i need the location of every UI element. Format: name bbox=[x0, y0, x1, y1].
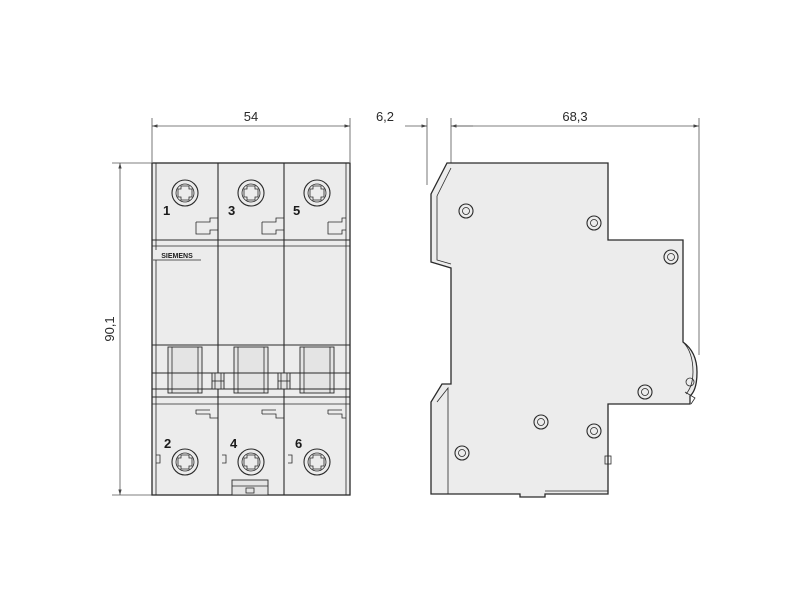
handle-tie-bar bbox=[152, 372, 350, 390]
rivet-4 bbox=[637, 384, 653, 400]
rivet-2 bbox=[586, 215, 602, 231]
toggle-handle-1 bbox=[167, 346, 203, 394]
toggle-handle-2 bbox=[233, 346, 269, 394]
rivet-7 bbox=[454, 445, 470, 461]
terminal-label-bottom-4: 4 bbox=[230, 436, 238, 451]
terminal-screw-bottom-4 bbox=[237, 448, 265, 476]
rivet-3 bbox=[663, 249, 679, 265]
din-rail-clip bbox=[231, 479, 269, 496]
bottom-terminal-slots bbox=[195, 409, 346, 419]
terminal-label-top-1: 1 bbox=[163, 203, 170, 218]
brand-label: SIEMENS bbox=[153, 250, 201, 261]
dimension-width: 54 bbox=[151, 109, 351, 162]
terminal-label-bottom-6: 6 bbox=[295, 436, 302, 451]
terminal-screw-bottom-6 bbox=[303, 448, 331, 476]
dimension-width-label: 54 bbox=[244, 109, 258, 124]
terminal-screw-top-1 bbox=[171, 179, 199, 207]
terminal-screw-bottom-2 bbox=[171, 448, 199, 476]
dimension-side-depth-label: 68,3 bbox=[562, 109, 587, 124]
brand-text: SIEMENS bbox=[161, 253, 193, 260]
dimension-side-depth: 68,3 bbox=[451, 109, 700, 355]
terminal-label-bottom-2: 2 bbox=[164, 436, 171, 451]
terminal-screw-top-3 bbox=[237, 179, 265, 207]
side-notches bbox=[156, 454, 293, 464]
terminal-label-top-5: 5 bbox=[293, 203, 300, 218]
rivet-5 bbox=[533, 414, 549, 430]
top-terminal-slots bbox=[195, 217, 346, 235]
dimension-side-offset-label: 6,2 bbox=[376, 109, 394, 124]
toggle-handle-3 bbox=[299, 346, 335, 394]
side-view bbox=[430, 162, 698, 498]
rivet-6 bbox=[586, 423, 602, 439]
rivet-1 bbox=[458, 203, 474, 219]
front-view: SIEMENS bbox=[151, 162, 351, 496]
terminal-label-top-3: 3 bbox=[228, 203, 235, 218]
dimension-height: 90,1 bbox=[102, 162, 152, 496]
dimension-height-label: 90,1 bbox=[102, 316, 117, 341]
terminal-screw-top-5 bbox=[303, 179, 331, 207]
